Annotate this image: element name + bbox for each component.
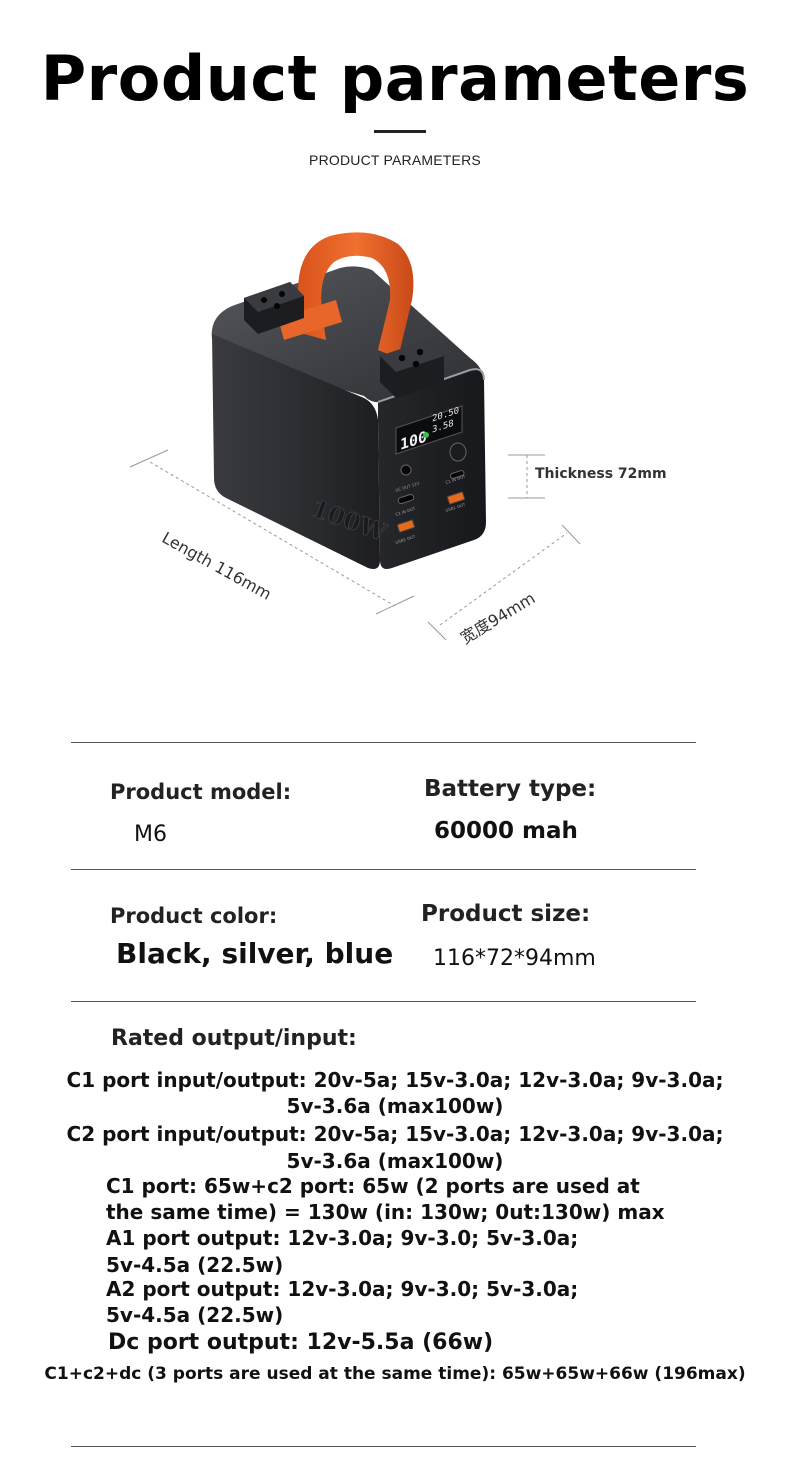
rated-title: Rated output/input: <box>111 1026 357 1051</box>
svg-text:C2 IN OUT: C2 IN OUT <box>395 506 417 517</box>
product-model-value: M6 <box>134 822 167 847</box>
divider <box>71 742 696 743</box>
product-model-label: Product model: <box>110 780 292 804</box>
title-underline <box>374 130 426 133</box>
rated-line: 5v-4.5a (22.5w) <box>106 1303 284 1327</box>
product-color-label: Product color: <box>110 904 278 928</box>
top-outlet-left <box>244 282 304 334</box>
rated-line: Dc port output: 12v-5.5a (66w) <box>108 1330 494 1355</box>
divider <box>71 869 696 870</box>
svg-text:USB1 OUT: USB1 OUT <box>445 502 467 513</box>
divider <box>71 1446 696 1447</box>
page-title: Product parameters <box>40 42 750 115</box>
rated-line: C2 port input/output: 20v-5a; 15v-3.0a; … <box>66 1122 724 1146</box>
rated-line: C1 port: 65w+c2 port: 65w (2 ports are u… <box>106 1174 640 1198</box>
rated-line: the same time) = 130w (in: 130w; 0ut:130… <box>106 1200 665 1224</box>
rated-line: 5v-3.6a (max100w) <box>286 1094 504 1118</box>
battery-type-label: Battery type: <box>424 776 597 802</box>
power-bank-illustration: 100W 100 20.50 3.58 DC OUT 12V C2 IN OUT… <box>129 232 581 641</box>
product-size-label: Product size: <box>421 901 591 927</box>
product-color-value: Black, silver, blue <box>116 937 394 970</box>
dimension-lines <box>129 449 581 641</box>
rated-line: 5v-4.5a (22.5w) <box>106 1253 284 1277</box>
svg-text:C1 IN OUT: C1 IN OUT <box>445 474 467 485</box>
rated-line: C1+c2+dc (3 ports are used at the same t… <box>44 1364 746 1384</box>
top-outlet-right <box>380 340 444 398</box>
rated-line: A2 port output: 12v-3.0a; 9v-3.0; 5v-3.0… <box>106 1277 579 1301</box>
battery-type-value: 60000 mah <box>434 818 578 844</box>
rated-line: A1 port output: 12v-3.0a; 9v-3.0; 5v-3.0… <box>106 1226 579 1250</box>
rated-line: 5v-3.6a (max100w) <box>286 1149 504 1173</box>
thickness-dimension: Thickness 72mm <box>535 466 667 482</box>
rated-line: C1 port input/output: 20v-5a; 15v-3.0a; … <box>66 1068 724 1092</box>
divider <box>71 1001 696 1002</box>
svg-text:USB2 OUT: USB2 OUT <box>395 534 417 545</box>
product-size-value: 116*72*94mm <box>433 946 596 971</box>
page-subtitle: PRODUCT PARAMETERS <box>309 152 481 168</box>
